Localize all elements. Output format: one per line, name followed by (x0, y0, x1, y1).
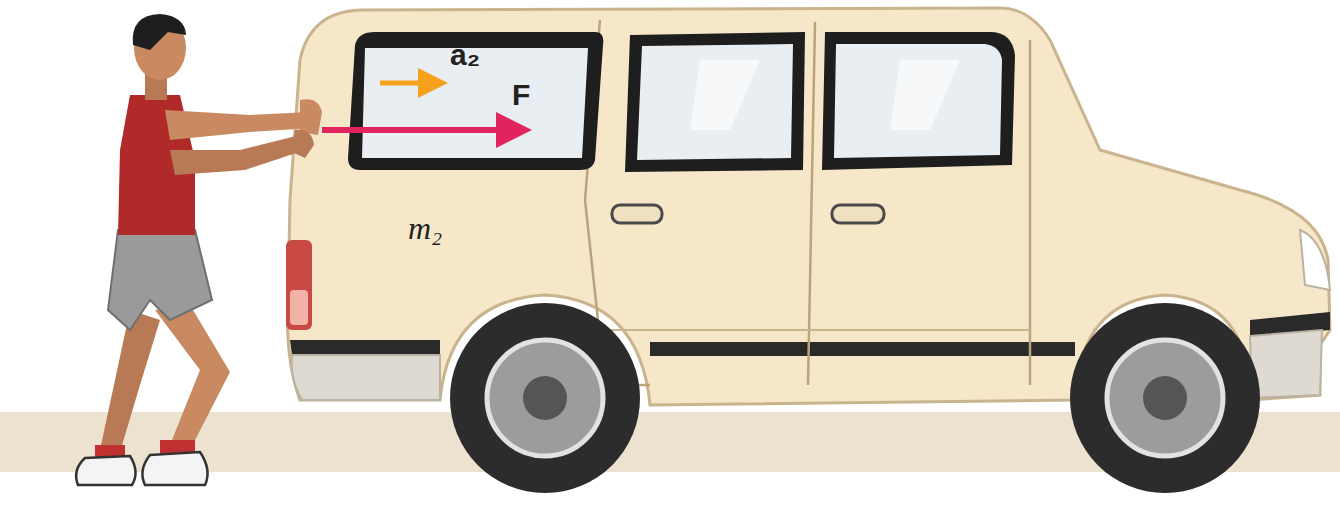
acceleration-label: a₂ (450, 40, 480, 70)
car (286, 8, 1330, 493)
mass-label: m₂ (408, 212, 442, 244)
acceleration-arrow (380, 81, 438, 86)
person (76, 14, 322, 485)
force-arrow (322, 127, 520, 133)
force-label: F (512, 80, 530, 110)
